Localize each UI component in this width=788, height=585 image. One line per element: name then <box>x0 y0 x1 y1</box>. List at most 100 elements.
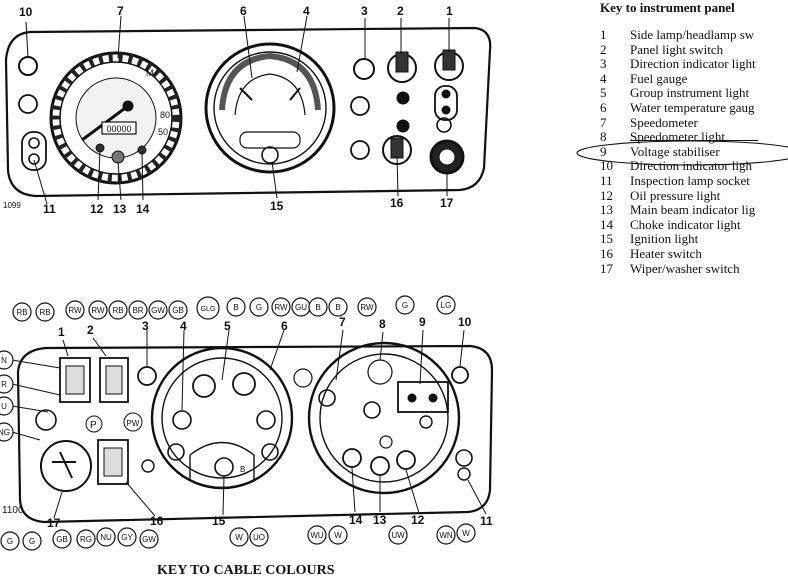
label-pw: PW <box>127 419 140 428</box>
cable-tag-ring <box>436 295 456 315</box>
cable-tag-ring <box>88 300 108 320</box>
key-item-number: 16 <box>600 245 613 261</box>
key-item-number: 12 <box>600 187 613 203</box>
callout-6-top: 6 <box>240 4 247 18</box>
svg-text:80: 80 <box>160 110 170 120</box>
key-item-5: 5 Group instrument light <box>600 86 788 101</box>
key-item-label: Voltage stabiliser <box>630 143 720 159</box>
cable-tag: GW <box>151 306 165 315</box>
callout-10-top: 10 <box>19 5 33 19</box>
callout-16-bottom: 16 <box>150 514 164 528</box>
cable-tag: WU <box>310 531 324 540</box>
cable-tag: RB <box>16 308 27 317</box>
label-pw-ring <box>123 412 143 432</box>
callout-1-top: 1 <box>446 4 453 18</box>
callout-14-top: 14 <box>136 202 150 216</box>
key-item-label: Fuel gauge <box>630 70 688 86</box>
label-p-ring <box>85 415 103 433</box>
top-callouts: 10 7 6 4 3 2 1 11 12 13 14 15 16 17 <box>19 4 454 216</box>
key-item-number: 10 <box>600 158 613 174</box>
cable-tag: U <box>1 402 7 411</box>
callout-2-top: 2 <box>397 4 404 18</box>
cable-tag: G <box>29 537 35 546</box>
callout-15-top: 15 <box>270 199 284 213</box>
cable-tag-ring <box>395 295 415 315</box>
cable-tag-ring <box>108 300 128 320</box>
key-item-label: Side lamp/headlamp sw <box>630 28 755 42</box>
cable-tag-ring <box>0 422 14 442</box>
callout-13-top: 13 <box>113 202 127 216</box>
cable-tag: LG <box>441 301 452 310</box>
cable-tag-ring <box>168 300 188 320</box>
label-p: P <box>90 420 97 431</box>
highlight-ellipse <box>576 140 788 166</box>
key-item-number: 3 <box>600 56 607 72</box>
cable-tag: R <box>1 380 7 389</box>
cable-tag: GW <box>142 535 156 544</box>
key-item-label: Panel light switch <box>630 41 724 57</box>
key-list: 1 Side lamp/headlamp sw 2 Panel light switc… <box>600 28 788 276</box>
cable-tag-ring <box>148 300 168 320</box>
callout-11-bottom: 11 <box>480 514 493 528</box>
cable-tag-ring <box>0 396 14 416</box>
cable-tag-ring <box>128 300 148 320</box>
key-item-number: 13 <box>600 202 613 218</box>
cable-tag-ring <box>357 297 377 317</box>
key-item-number: 1 <box>600 28 607 42</box>
key-item-label: Ignition light <box>630 231 699 247</box>
key-item-number: 2 <box>600 41 607 57</box>
cable-tag: RW <box>274 303 288 312</box>
key-item-label: Heater switch <box>630 245 702 261</box>
cable-tag: NG <box>0 428 10 437</box>
cable-tag-ring <box>0 374 14 394</box>
key-item-number: 11 <box>600 172 613 188</box>
key-item-13: 13 Main beam indicator lig <box>600 202 788 218</box>
key-item-number: 4 <box>600 70 607 86</box>
cable-tag-ring <box>271 297 291 317</box>
cable-tag: RW <box>68 306 82 315</box>
callout-9-bottom: 9 <box>419 315 426 329</box>
cable-tag: B <box>335 303 340 312</box>
key-item-label: Main beam indicator lig <box>630 202 756 218</box>
cable-tag: RB <box>112 306 123 315</box>
callout-3-top: 3 <box>361 4 368 18</box>
callout-8-bottom: 8 <box>379 317 386 331</box>
key-item-number: 9 <box>600 143 607 159</box>
cable-tag-ring <box>226 297 246 317</box>
cable-tag: NU <box>100 533 112 542</box>
key-item-12: 12 Oil pressure light <box>600 187 788 204</box>
cable-tag-ring <box>139 529 159 549</box>
key-item-label: Oil pressure light <box>630 187 721 203</box>
cable-tag: UO <box>253 533 265 542</box>
cable-tag: N <box>1 356 7 365</box>
cable-tag-ring <box>328 525 348 545</box>
key-item-number: 5 <box>600 85 607 101</box>
key-item-label: Group instrument light <box>630 85 750 101</box>
cable-tag: RB <box>39 308 50 317</box>
svg-text:50: 50 <box>158 127 168 137</box>
callout-14-bottom: 14 <box>349 513 363 527</box>
cable-tag-ring <box>249 527 269 547</box>
instrument-panel-front-view: 00000 80 50 M <box>4 15 492 205</box>
label-b: B <box>240 465 245 474</box>
cable-tag: RW <box>360 303 374 312</box>
key-item-label: Direction indicator ligh <box>630 158 753 174</box>
callout-6-bottom: 6 <box>281 319 288 333</box>
key-item-1: 1 Side lamp/headlamp sw <box>600 28 788 43</box>
cable-tag-ring <box>388 525 408 545</box>
cable-tag: W <box>334 531 342 540</box>
cable-tag-ring <box>196 296 220 320</box>
callout-2-bottom: 2 <box>87 323 94 337</box>
odometer-readout: 00000 <box>106 124 131 134</box>
figure-number-top: 1099 <box>3 201 21 210</box>
cable-tag-ring <box>12 302 32 322</box>
instrument-panel-rear-view <box>11 329 494 524</box>
cable-tag: UW <box>391 531 405 540</box>
key-item-10: 10 Direction indicator ligh <box>600 159 788 174</box>
key-item-label: Choke indicator light <box>630 216 741 232</box>
cable-tag-ring <box>76 529 96 549</box>
cable-tag-ring <box>249 297 269 317</box>
